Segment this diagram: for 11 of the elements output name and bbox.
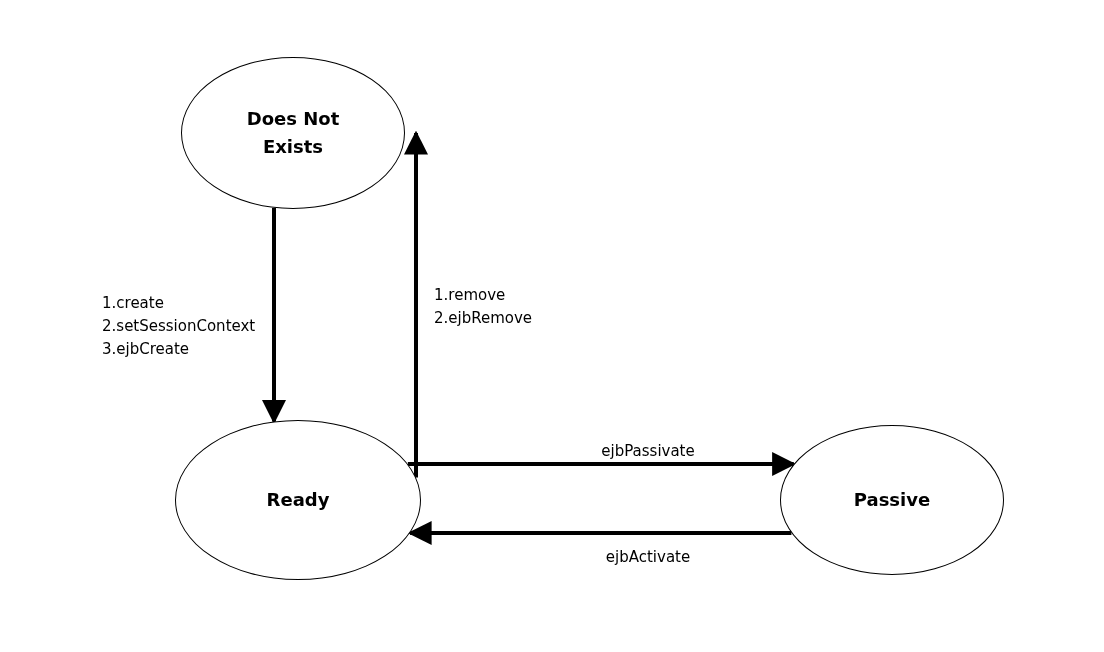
arrow <box>404 130 428 478</box>
state-name: Ready <box>265 488 331 512</box>
edge-label: 1.create 2.setSessionContext 3.ejbCreate <box>102 293 257 360</box>
edge-label: ejbActivate <box>604 547 692 568</box>
edge-label: ejbPassivate <box>600 441 696 462</box>
state-name: Passive <box>852 488 932 512</box>
arrow <box>407 452 797 476</box>
arrow <box>407 521 792 545</box>
state-name: Does Not Exists <box>245 107 341 159</box>
arrow <box>262 207 286 424</box>
edge-label: 1.remove 2.ejbRemove <box>434 285 534 329</box>
